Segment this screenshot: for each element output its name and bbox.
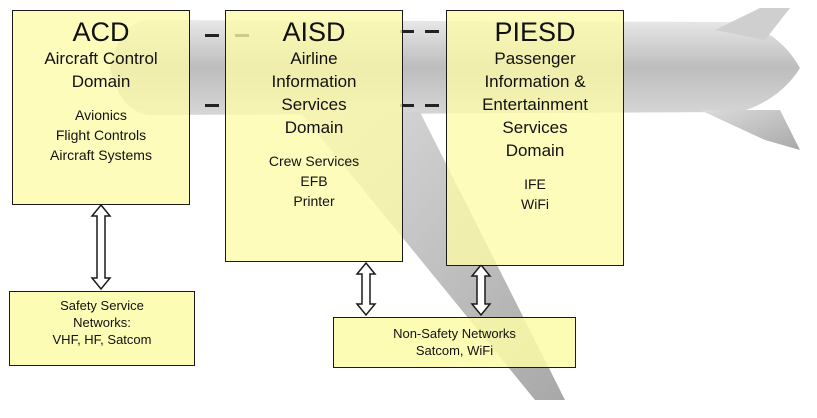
domain-name-line: Information & (484, 72, 586, 91)
domain-name-line: Aircraft Control (44, 49, 158, 68)
domain-system-line: Flight Controls (55, 127, 147, 143)
network-line: VHF, HF, Satcom (52, 332, 152, 347)
domain-name-line: Passenger (494, 49, 576, 68)
domain-name-line: Domain (71, 72, 131, 91)
domain-name-line: Domain (284, 118, 344, 137)
domain-system-line: Aircraft Systems (50, 147, 152, 163)
network-line: Safety Service (60, 298, 144, 313)
domain-name-line: Entertainment (482, 95, 588, 114)
domain-system-line: Avionics (75, 107, 127, 123)
domain-abbr: ACD (72, 17, 130, 47)
network-box-safety: Safety Service Networks: VHF, HF, Satcom (9, 291, 195, 366)
domain-system-line: Printer (293, 193, 335, 209)
domain-name-line: Information (271, 72, 357, 91)
network-box-non-safety: Non-Safety Networks Satcom, WiFi (333, 317, 576, 368)
double-arrow-icon (470, 263, 492, 317)
domain-name-line: Services (502, 118, 568, 137)
domain-name-line: Services (281, 95, 347, 114)
domain-box-aisd: AISD Airline Information Services Domain… (225, 10, 403, 262)
double-arrow-icon (355, 261, 377, 317)
network-line: Networks: (73, 315, 131, 330)
domain-abbr: PIESD (494, 17, 576, 47)
domain-name-line: Airline (290, 49, 338, 68)
network-line: Satcom, WiFi (415, 343, 494, 358)
domain-box-piesd: PIESD Passenger Information & Entertainm… (446, 10, 624, 266)
domain-system-line: Crew Services (268, 153, 360, 169)
domain-name-line: Domain (505, 141, 565, 160)
domain-system-line: IFE (524, 176, 546, 192)
domain-box-acd: ACD Aircraft Control Domain Avionics Fli… (12, 10, 190, 205)
domain-system-line: EFB (300, 173, 328, 189)
domain-system-line: WiFi (521, 196, 549, 212)
domain-abbr: AISD (282, 17, 346, 47)
network-line: Non-Safety Networks (393, 326, 516, 341)
double-arrow-icon (90, 203, 112, 291)
